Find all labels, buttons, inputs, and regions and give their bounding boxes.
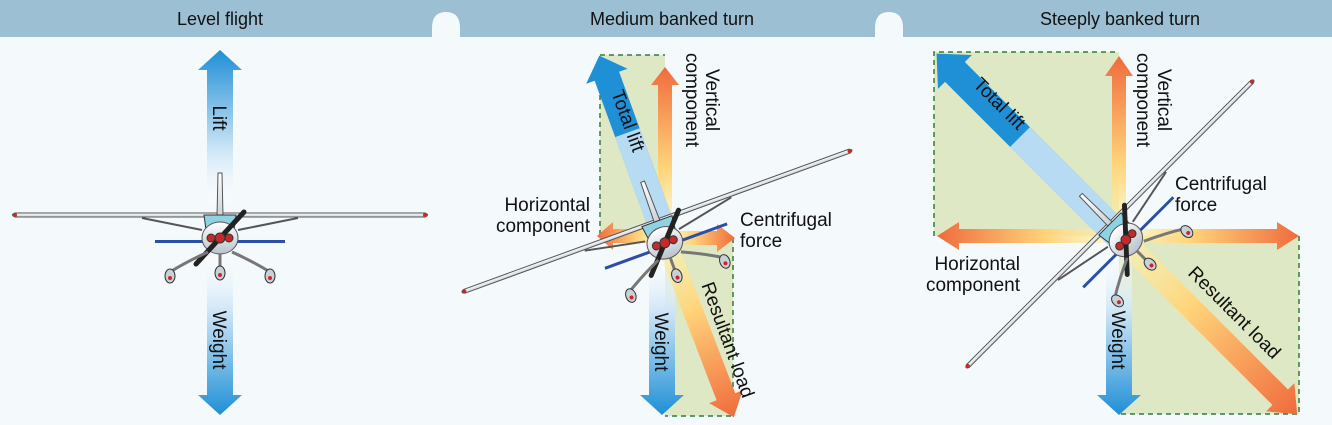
vertical-component-label-line2: component <box>681 53 702 148</box>
header-level-flight: Level flight <box>177 9 263 29</box>
panel-level-flight: Lift Weight <box>13 50 428 415</box>
centrifugal-force-label-line1: Centrifugal <box>1175 174 1267 195</box>
header-steeply-banked-turn: Steeply banked turn <box>1040 9 1200 29</box>
horizontal-component-label-line1: Horizontal <box>504 195 590 216</box>
horizontal-component-label-line2: component <box>496 216 591 237</box>
weight-label: Weight <box>650 313 671 373</box>
weight-arrow <box>198 255 242 415</box>
resultant-load-arrow <box>1111 228 1298 415</box>
centrifugal-force-label-line2: force <box>740 231 782 252</box>
horizontal-component-arrow <box>937 222 1119 250</box>
horizontal-component-label-line2: component <box>926 275 1021 296</box>
weight-arrow <box>640 255 684 415</box>
vertical-component-label-line1: Vertical <box>1153 69 1174 131</box>
header-medium-banked-turn: Medium banked turn <box>590 9 754 29</box>
vertical-component-label-line1: Vertical <box>701 69 722 131</box>
centrifugal-force-label-line1: Centrifugal <box>740 210 832 231</box>
centrifugal-force-arrow <box>1119 222 1299 250</box>
dashed-construction-lines <box>599 54 734 417</box>
dashed-construction-lines <box>933 51 1300 415</box>
header-bar: Level flight Medium banked turn Steeply … <box>0 0 1332 37</box>
panel-medium-banked-turn: Total lift Vertical component Horizontal… <box>448 53 876 418</box>
lift-label: Lift <box>208 105 229 131</box>
vertical-component-label-line2: component <box>1132 53 1153 148</box>
airplane-level <box>13 173 428 283</box>
weight-label: Weight <box>208 311 229 371</box>
lift-arrow <box>198 50 242 205</box>
panel-steeply-banked-turn: Total lift Vertical component Horizontal… <box>926 37 1312 425</box>
centrifugal-force-label-line2: force <box>1175 195 1217 216</box>
weight-arrow <box>1097 255 1141 415</box>
vertical-component-arrow <box>1105 56 1133 236</box>
weight-label: Weight <box>1107 311 1128 371</box>
horizontal-component-label-line1: Horizontal <box>934 254 1020 275</box>
